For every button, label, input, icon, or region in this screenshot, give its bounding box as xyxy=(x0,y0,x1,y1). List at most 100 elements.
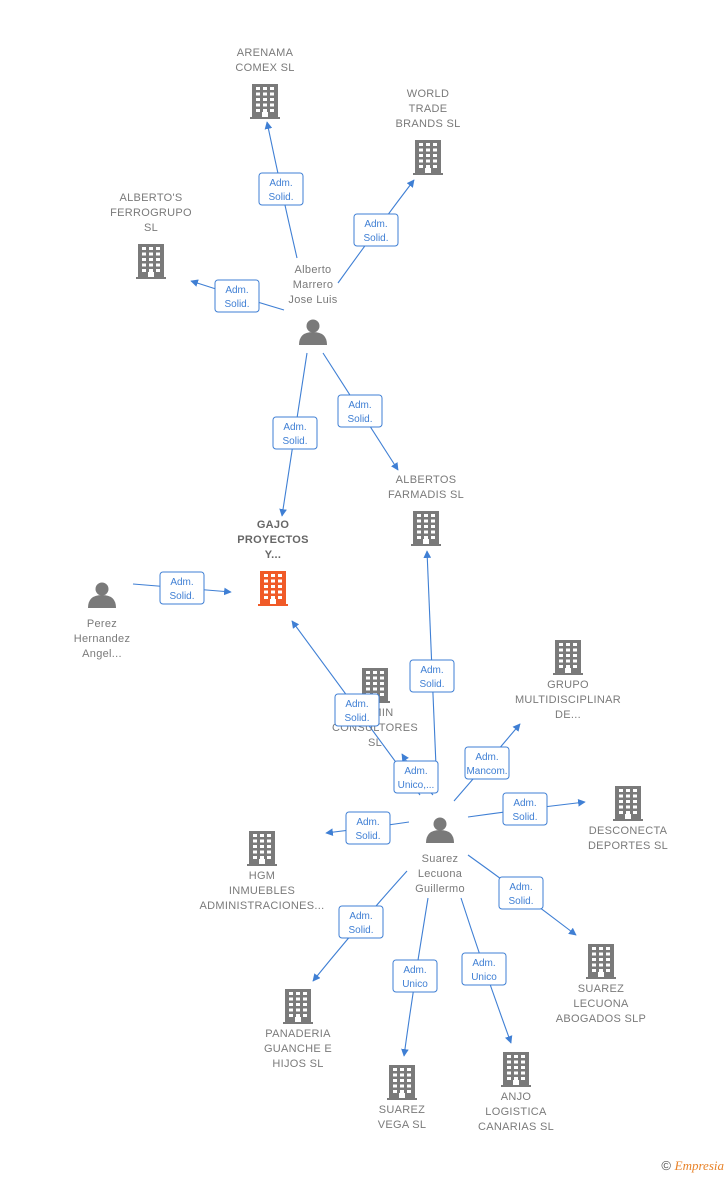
node-label-line: GUANCHE E xyxy=(264,1043,332,1055)
person-node-perez[interactable]: PerezHernandezAngel... xyxy=(74,582,131,661)
edge-role-text: Adm. xyxy=(472,958,495,969)
edge-role-badge[interactable]: Adm.Solid. xyxy=(409,659,455,693)
node-label-line: CANARIAS SL xyxy=(478,1121,554,1133)
node-label-line: Perez xyxy=(87,618,117,630)
edge-role-text: Solid. xyxy=(268,192,293,203)
edge-role-badge[interactable]: Adm. Solid. xyxy=(337,394,383,428)
node-label-line: SL xyxy=(144,222,158,234)
edge-role-text: Unico,... xyxy=(398,780,435,791)
edge-role-badge[interactable]: Adm.Unico xyxy=(461,952,507,986)
brand-logo[interactable]: Empresia xyxy=(674,1158,724,1173)
company-node-albertos-farm[interactable]: ALBERTOS FARMADIS SL xyxy=(388,474,464,546)
building-icon xyxy=(387,1065,417,1100)
copyright-icon: © xyxy=(661,1158,672,1173)
node-label-line: LECUONA xyxy=(573,998,629,1010)
edge-role-text: Adm. xyxy=(283,422,306,433)
node-label-line: Jose Luis xyxy=(288,294,337,306)
node-label-line: WORLD xyxy=(407,88,449,100)
edge-role-text: Adm. xyxy=(403,965,426,976)
node-label-line: FERROGRUPO xyxy=(110,207,192,219)
node-label-line: Angel... xyxy=(82,648,122,660)
edge-role-badge[interactable]: Adm.Solid. xyxy=(272,416,318,450)
edge-role-text: Solid. xyxy=(348,925,373,936)
node-label-line: INMUEBLES xyxy=(229,885,295,897)
node-label-line: Hernandez xyxy=(74,633,131,645)
node-label-line: BRANDS SL xyxy=(395,118,460,130)
edge-role-text: Adm. xyxy=(420,665,443,676)
edge-role-text: Solid. xyxy=(347,414,372,425)
node-label-line: GAJO xyxy=(257,519,290,531)
company-node-albertos-ferro[interactable]: ALBERTO'S FERROGRUPO SL xyxy=(110,192,192,279)
edge-role-text: Adm. xyxy=(225,285,248,296)
building-icon xyxy=(413,140,443,175)
edge-role-badge[interactable]: Adm. Mancom. xyxy=(464,746,510,780)
edge-role-text: Solid. xyxy=(344,713,369,724)
node-label-line: Guillermo xyxy=(415,883,465,895)
edge-role-text: Adm. xyxy=(348,400,371,411)
node-label-line: FARMADIS SL xyxy=(388,489,464,501)
node-label-line: DEPORTES SL xyxy=(588,840,668,852)
node-label-line: Marrero xyxy=(293,279,334,291)
edge-role-text: Adm. xyxy=(364,219,387,230)
edge-role-badge[interactable]: Adm. Solid. xyxy=(353,213,399,247)
edge-role-badge[interactable]: Adm.Solid. xyxy=(334,693,380,727)
node-label-line: HIJOS SL xyxy=(272,1058,323,1070)
node-label-line: TRADE xyxy=(409,103,448,115)
node-label-line: ALBERTO'S xyxy=(119,192,182,204)
company-node-gajo[interactable]: GAJOPROYECTOSY... xyxy=(237,519,309,606)
node-label-line: ALBERTOS xyxy=(396,474,457,486)
node-label-line: Lecuona xyxy=(418,868,463,880)
building-icon xyxy=(613,786,643,821)
node-label-line: PROYECTOS xyxy=(237,534,309,546)
edge-role-text: Adm. xyxy=(404,766,427,777)
building-icon xyxy=(501,1052,531,1087)
node-label-line: SUAREZ xyxy=(379,1104,425,1116)
node-label-line: ABOGADOS SLP xyxy=(556,1013,646,1025)
edge-role-text: Adm. xyxy=(513,798,536,809)
node-label-line: ARENAMA xyxy=(237,47,294,59)
node-label-line: PANADERIA xyxy=(265,1028,331,1040)
node-label-line: Suarez xyxy=(422,853,459,865)
edge-role-text: Adm. xyxy=(356,817,379,828)
company-node-grupo[interactable]: GRUPOMULTIDISCIPLINARDE... xyxy=(515,640,621,721)
edge-role-text: Adm. xyxy=(509,882,532,893)
node-label-line: ADMINISTRACIONES... xyxy=(200,900,325,912)
edge-role-badge[interactable]: Adm.Solid. xyxy=(498,876,544,910)
edge-role-badge[interactable]: Adm. Solid. xyxy=(345,811,391,845)
edge-role-badge[interactable]: Adm.Solid. xyxy=(159,571,205,605)
building-icon xyxy=(247,831,277,866)
edge-role-badge[interactable]: Adm. Unico,... xyxy=(393,760,439,794)
edge-role-badge[interactable]: Adm.Solid. xyxy=(258,172,304,206)
building-icon xyxy=(553,640,583,675)
node-label-line: GRUPO xyxy=(547,679,589,691)
building-icon xyxy=(250,84,280,119)
edge-role-text: Mancom. xyxy=(466,766,507,777)
node-label-line: DE... xyxy=(555,709,581,721)
edge-role-text: Solid. xyxy=(363,233,388,244)
edge-role-badge[interactable]: Adm.Solid. xyxy=(338,905,384,939)
edge-role-badge[interactable]: Adm. Solid. xyxy=(214,279,260,313)
edge-role-text: Adm. xyxy=(475,752,498,763)
node-label-line: SL xyxy=(368,737,382,749)
company-node-world[interactable]: WORLD TRADE BRANDS SL xyxy=(395,88,460,175)
edge-role-text: Solid. xyxy=(224,299,249,310)
edge-role-text: Solid. xyxy=(512,812,537,823)
company-node-hgm[interactable]: HGM INMUEBLES ADMINISTRACIONES... xyxy=(200,831,325,912)
edge-role-badge[interactable]: Adm. Solid. xyxy=(502,792,548,826)
edge-role-text: Adm. xyxy=(170,577,193,588)
footer-brand: © Empresia xyxy=(661,1158,724,1174)
node-label-line: HGM xyxy=(249,870,276,882)
edge-role-badge[interactable]: Adm. Unico xyxy=(392,959,438,993)
building-icon xyxy=(411,511,441,546)
company-node-panaderia[interactable]: PANADERIA GUANCHE E HIJOS SL xyxy=(264,989,332,1070)
edge-role-text: Unico xyxy=(402,979,428,990)
person-icon xyxy=(426,817,454,843)
edge-role-text: Solid. xyxy=(355,831,380,842)
